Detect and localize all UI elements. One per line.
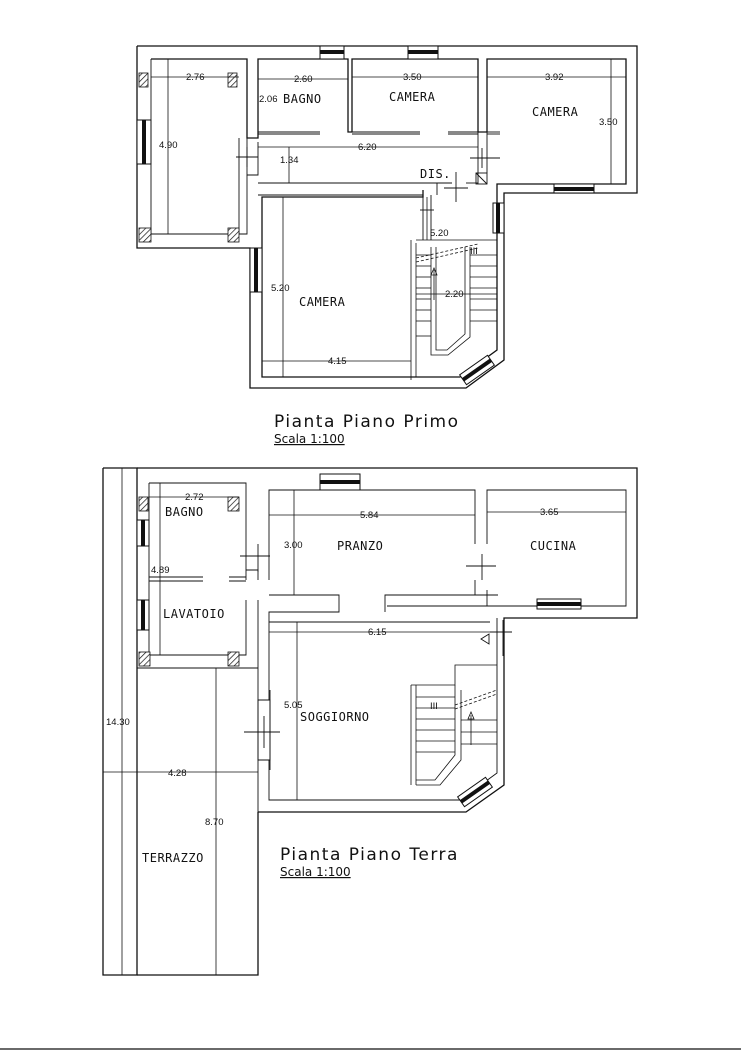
dim-text: 4.89 [151,565,170,576]
dim-text: 2.72 [185,492,204,503]
dim-text: 5.84 [360,510,379,521]
room-label-camera-top: CAMERA [389,90,436,104]
ground-floor-scale: Scala 1:100 [280,865,351,879]
room-label-dis: DIS. [420,167,451,181]
dim-text: 3.50 [403,72,422,83]
dim-text: 3.92 [545,72,564,83]
pillar [138,72,149,88]
ground-floor-title: Pianta Piano Terra [280,845,459,865]
dim-text: 2.76 [186,72,205,83]
room-label-terrazzo: TERRAZZO [142,851,204,865]
dim-text: 4.90 [159,140,178,151]
pillar [138,496,149,512]
first-floor-scale: Scala 1:100 [274,432,345,446]
first-floor-staircase [410,239,497,380]
stair-mark-ground: III [430,701,438,712]
pillar [227,651,240,667]
dim-text: 1.34 [280,155,299,166]
pillar [227,72,238,88]
pillar [227,227,240,243]
first-floor-dimension-lines [151,59,626,377]
dim-text: 3.00 [284,540,303,551]
dim-text: 6.20 [358,142,377,153]
dim-text: 2.60 [294,74,313,85]
dim-text: 4.15 [328,356,347,367]
ground-floor-staircase [410,664,498,786]
first-floor-inner-wall [151,58,627,378]
first-floor-outer-wall [136,45,638,389]
door-marks [236,147,500,211]
first-floor-plan: BAGNO CAMERA CAMERA CAMERA DIS. III 2.76… [136,45,638,446]
first-floor-title: Pianta Piano Primo [274,412,460,432]
room-label-bagno-first: BAGNO [283,92,322,106]
ground-floor-plan: BAGNO LAVATOIO PRANZO CUCINA SOGGIORNO T… [102,467,638,976]
ground-floor-dimension-lines [103,468,626,975]
door-marks-ground [240,544,512,748]
ground-floor-outer-wall [137,467,638,813]
dim-text: 8.70 [205,817,224,828]
dim-text: 14.30 [106,717,130,728]
stair-mark: III [470,246,478,257]
room-label-soggiorno: SOGGIORNO [300,710,370,724]
pillar [227,496,240,512]
room-label-pranzo: PRANZO [337,539,383,553]
room-label-camera-main: CAMERA [299,295,346,309]
dim-text: 4.28 [168,768,187,779]
dim-text: 2.20 [445,289,464,300]
pillar [138,227,152,243]
dim-text: 3.65 [540,507,559,518]
dim-text: 5.20 [430,228,449,239]
dim-text: 3.50 [599,117,618,128]
dim-text: 6.15 [368,627,387,638]
room-label-bagno-ground: BAGNO [165,505,204,519]
pillar [138,651,151,667]
dim-text: 2.06 [259,94,278,105]
dim-text: 5.20 [271,283,290,294]
room-label-lavatoio: LAVATOIO [163,607,225,621]
dim-text: 5.05 [284,700,303,711]
room-label-cucina: CUCINA [530,539,577,553]
room-label-camera-right: CAMERA [532,105,579,119]
